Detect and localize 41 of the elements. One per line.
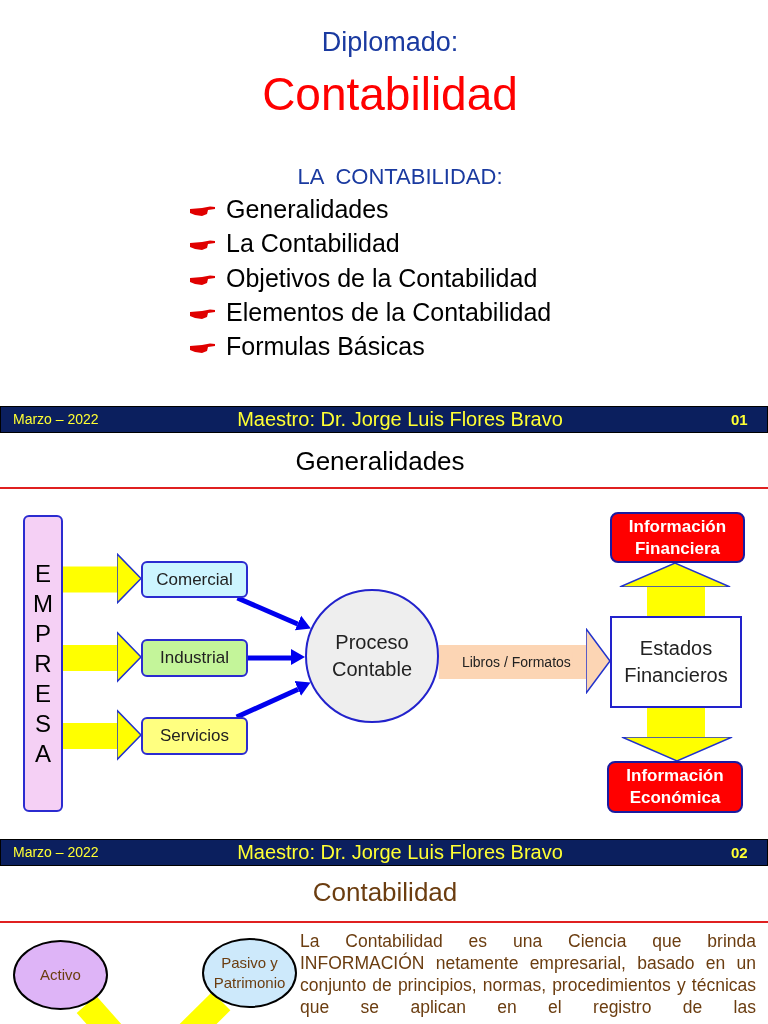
category-box (141, 639, 248, 677)
slide-title: Generalidades (295, 445, 465, 478)
block-arrow (438, 627, 611, 695)
output-box (610, 512, 745, 563)
footer-date: Marzo – 2022 (13, 844, 99, 862)
footer-teacher: Maestro: Dr. Jorge Luis Flores Bravo (237, 407, 563, 432)
output-box (607, 761, 743, 813)
list-item: Generalidades (226, 194, 389, 225)
node-text: Información Financiera (627, 515, 728, 560)
list-item: La Contabilidad (226, 228, 400, 259)
footer-teacher: Maestro: Dr. Jorge Luis Flores Bravo (237, 840, 563, 865)
subtitle: Diplomado: (321, 26, 459, 59)
block-arrow (63, 553, 142, 604)
definition-paragraph: La Contabilidad es una Ciencia que brinda INFORMACIÓN netamente empresarial, basado en un conjunto de principios, normas, procedimientos y técnicas que se aplican en el registro de las (300, 931, 756, 1019)
list-item: Objetivos de la Contabilidad (226, 263, 538, 294)
arrow (248, 649, 306, 665)
arrow (236, 595, 311, 631)
category-box (141, 561, 248, 598)
list-item: Formulas Básicas (226, 331, 425, 362)
block-arrow (63, 631, 142, 683)
page-number: 02 (731, 844, 748, 863)
page-number: 01 (731, 411, 748, 430)
node-text: Estados Financieros (623, 636, 729, 688)
node-text: Información Económica (625, 765, 725, 809)
list-heading: LA CONTABILIDAD: (297, 163, 503, 191)
main-title: Contabilidad (262, 67, 518, 122)
result-box (610, 616, 742, 708)
node-text: Servicios (160, 725, 229, 748)
node-text: EMPRESA (32, 558, 54, 769)
node-text: Comercial (156, 568, 233, 591)
list-item: Elementos de la Contabilidad (226, 297, 552, 328)
category-box (141, 717, 248, 755)
arrow (235, 681, 311, 720)
node-text: Industrial (160, 647, 229, 670)
node-text: Activo (40, 964, 81, 985)
slide-title: Contabilidad (312, 876, 458, 909)
footer-date: Marzo – 2022 (13, 411, 99, 429)
vertical-label-bar (23, 515, 63, 812)
block-arrow (63, 709, 142, 761)
node-text: Pasivo y Patrimonio (212, 953, 287, 993)
node-text: Proceso Contable (330, 630, 414, 682)
